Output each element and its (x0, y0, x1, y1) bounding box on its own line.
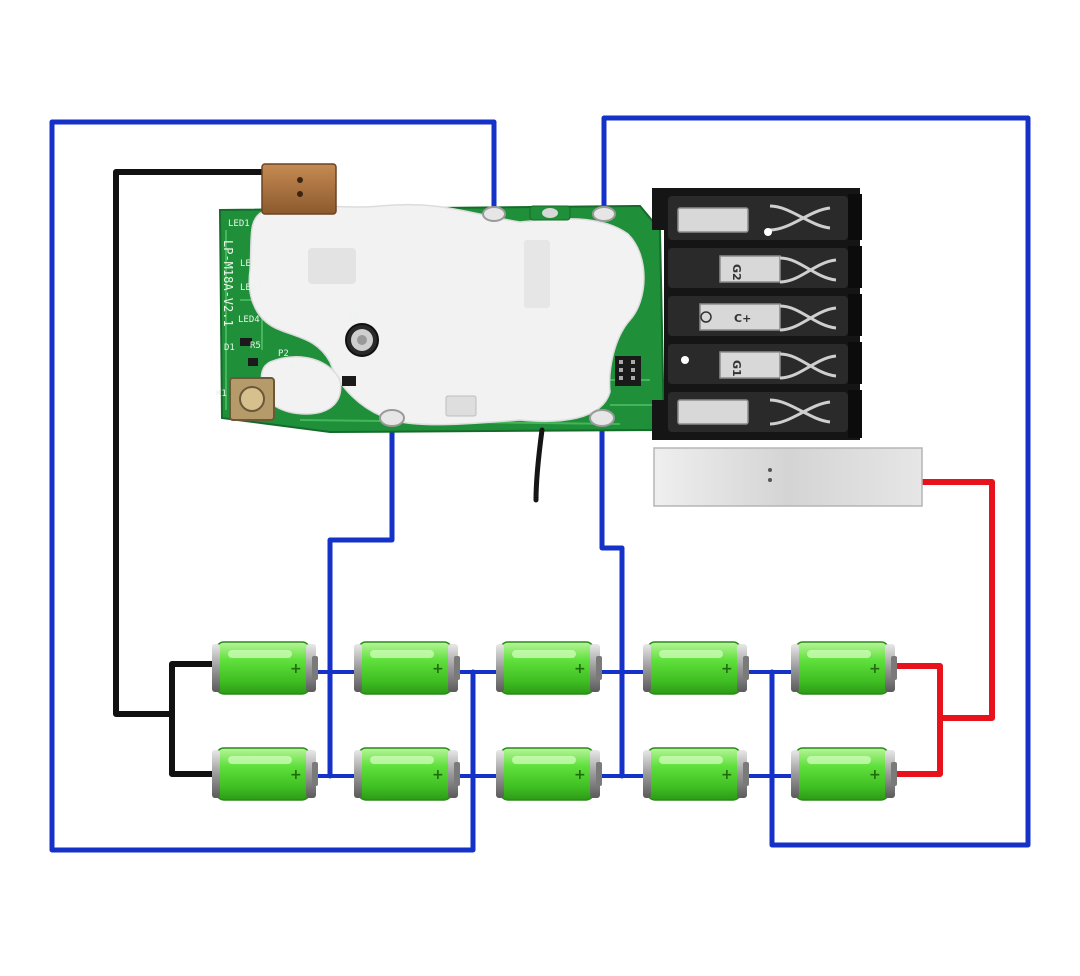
silk-label: P1 (290, 363, 301, 373)
cell-polarity-mark: + (574, 661, 586, 677)
test-button (229, 377, 275, 421)
battery-cell: + (791, 641, 897, 695)
silk-label: R5 (250, 341, 261, 351)
bms-pcb: LED1 LED2 LED3 LED4 R5 C8 P1 P2 K1 D1 LP… (216, 163, 666, 434)
smd-part (248, 358, 258, 366)
connector-holes (681, 228, 772, 364)
terminal-label-c-plus: C+ (734, 312, 751, 325)
board-id-label: LP-M18A-V2.1 (221, 240, 235, 327)
battery-cell: + (496, 747, 602, 801)
pad-top-right (592, 206, 616, 222)
silk-label: D1 (224, 343, 235, 353)
silk-label: LED4 (238, 315, 260, 325)
thermistor-probe (533, 427, 545, 503)
solder-pads (379, 205, 616, 427)
pad-bottom-right (589, 409, 615, 427)
red-wire-positive-top-cell (891, 663, 943, 777)
smd-part (240, 338, 252, 346)
connector-contacts (677, 207, 781, 425)
cell-polarity-mark: + (290, 661, 302, 677)
spring-contacts (769, 204, 837, 426)
header-pins (615, 356, 641, 386)
wires (49, 115, 1031, 853)
battery-cell: + (496, 641, 602, 695)
silk-label: C8 (348, 311, 359, 321)
pad-top-left (482, 206, 506, 222)
battery-cell: + (354, 747, 460, 801)
blue-wire-lower-right-pad (599, 415, 625, 779)
battery-cell: + (212, 641, 318, 695)
pad-bottom-left (379, 409, 405, 427)
cell-polarity-mark: + (290, 767, 302, 783)
blue-wire-right-loop (601, 115, 1031, 848)
blurred-ic (308, 248, 356, 284)
cell-polarity-mark: + (432, 767, 444, 783)
red-wire-positive (917, 479, 995, 721)
silk-label: LED1 (228, 219, 250, 229)
battery-cell: + (354, 641, 460, 695)
cell-polarity-mark: + (869, 767, 881, 783)
terminal-connector: G2 C+ G1 (652, 188, 862, 440)
terminal-labels: G2 C+ G1 (730, 264, 751, 377)
smd-part (342, 376, 356, 386)
cell-polarity-mark: + (721, 767, 733, 783)
silk-label: LED2 (240, 259, 262, 269)
blue-wire-left-loop (49, 119, 497, 853)
silkscreen-labels: LED1 LED2 LED3 LED4 R5 C8 P1 P2 K1 D1 (216, 219, 359, 399)
battery-cell: + (212, 747, 318, 801)
blurred-chip (445, 395, 477, 417)
blue-wire-lower-left-pad (327, 415, 395, 779)
cell-polarity-mark: + (721, 661, 733, 677)
terminal-label-g2: G2 (730, 264, 743, 281)
cell-polarity-mark: + (574, 767, 586, 783)
blurred-shunt (524, 240, 550, 308)
terminal-label-g1: G1 (730, 360, 743, 377)
black-wire-negative (113, 169, 275, 717)
silk-label: LED3 (240, 283, 262, 293)
thermistor-tab (261, 163, 337, 215)
black-wire-negative-top-cell (169, 661, 219, 717)
battery-cell: + (643, 747, 749, 801)
cell-polarity-mark: + (432, 661, 444, 677)
connector-fins (848, 194, 862, 438)
battery-pack: + + + + + + + + + + (212, 641, 897, 801)
header-pin-dots (619, 360, 635, 380)
battery-cell: + (791, 747, 897, 801)
silk-label: P2 (278, 349, 289, 359)
battery-cell: + (643, 641, 749, 695)
black-wire-negative-bottom-cell (169, 711, 219, 777)
metal-strip (653, 447, 923, 507)
capacitor (345, 323, 379, 357)
pad-top-middle-hole (542, 208, 558, 218)
silk-label: K1 (216, 389, 227, 399)
cell-polarity-mark: + (869, 661, 881, 677)
